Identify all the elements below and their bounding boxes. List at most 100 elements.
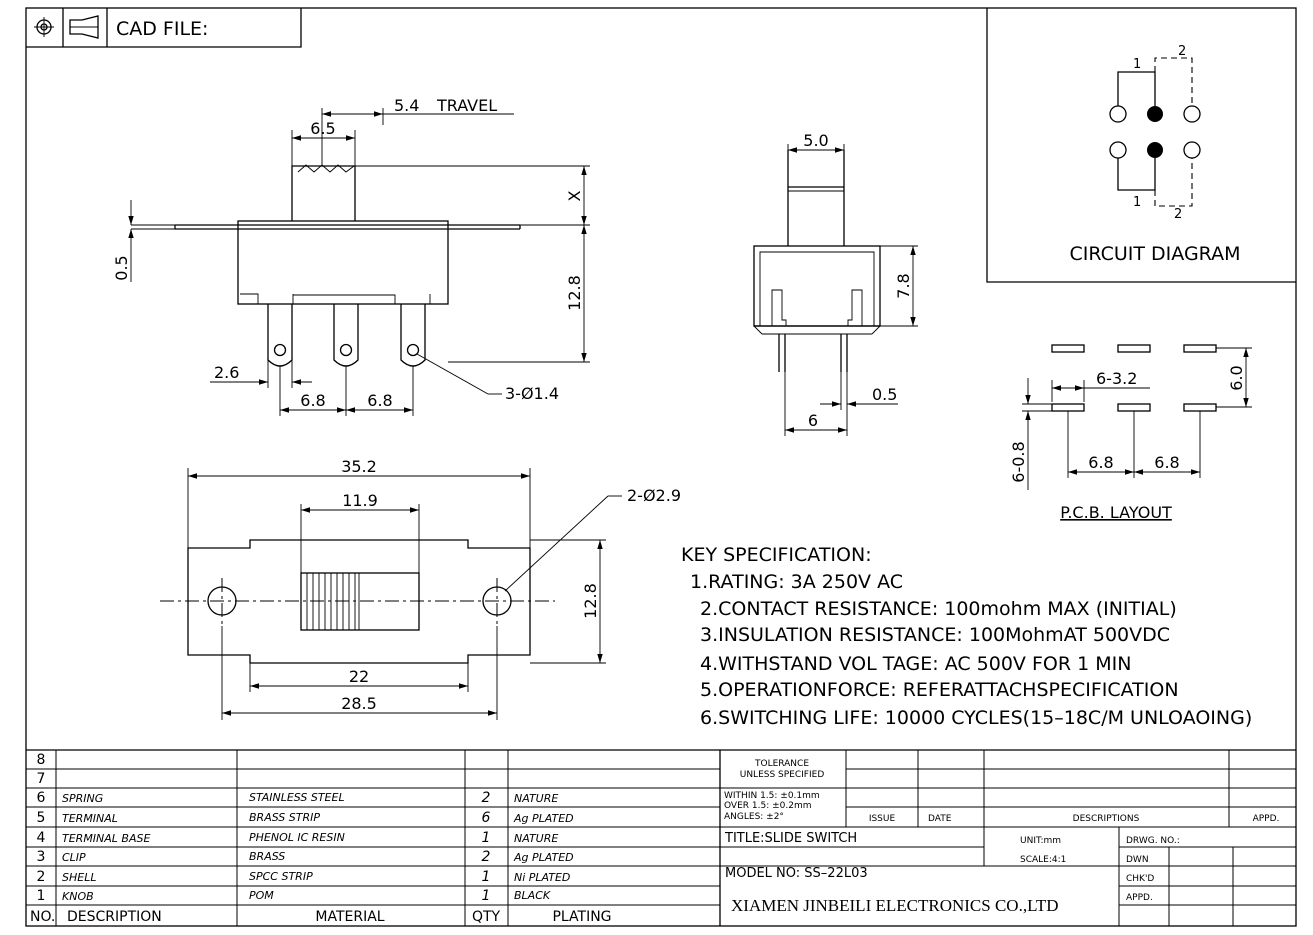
bom-description: SHELL bbox=[62, 871, 96, 884]
bom-description: KNOB bbox=[62, 890, 94, 903]
hole-span-dim: 28.5 bbox=[341, 694, 377, 713]
checked-label: CHK'D bbox=[1126, 874, 1154, 884]
company-name: XIAMEN JINBEILI ELECTRONICS CO.,LTD bbox=[731, 896, 1059, 915]
circuit-pin-1-bottom: 1 bbox=[1133, 195, 1141, 210]
bom-plating: NATURE bbox=[514, 832, 558, 845]
pcb-pitch-b: 6.8 bbox=[1154, 453, 1179, 472]
bom-header-no: NO. bbox=[30, 909, 55, 925]
slot-length-dim: 11.9 bbox=[342, 491, 378, 510]
bom-no: 2 bbox=[37, 869, 46, 885]
drawing-title: TITLE:SLIDE SWITCH bbox=[724, 831, 857, 846]
title-block: TOLERANCE UNLESS SPECIFIED WITHIN 1.5: ±… bbox=[720, 750, 1296, 926]
bom-description: TERMINAL bbox=[62, 812, 118, 825]
bom-plating: Ni PLATED bbox=[514, 871, 570, 884]
scale-label: SCALE:4:1 bbox=[1020, 855, 1066, 865]
bom-qty: 1 bbox=[482, 869, 491, 885]
spec-line: 4.WITHSTAND VOL TAGE: AC 500V FOR 1 MIN bbox=[700, 653, 1131, 675]
pcb-title: P.C.B. LAYOUT bbox=[1060, 503, 1172, 522]
bom-material: BRASS bbox=[249, 850, 285, 863]
end-view: 5.0 7.8 0.5 6 bbox=[753, 131, 918, 436]
spec-line: 6.SWITCHING LIFE: 10000 CYCLES(15–18C/M … bbox=[700, 707, 1252, 729]
overall-length-dim: 35.2 bbox=[341, 457, 377, 476]
tolerance-subtitle: UNLESS SPECIFIED bbox=[740, 770, 825, 780]
bom-description: CLIP bbox=[62, 851, 86, 864]
bom-header-plating: PLATING bbox=[552, 909, 611, 925]
key-specification: KEY SPECIFICATION: 1.RATING: 3A 250V AC … bbox=[681, 544, 1252, 729]
bom-material: BRASS STRIP bbox=[249, 811, 320, 824]
circuit-pin-2-top: 2 bbox=[1178, 44, 1186, 59]
circuit-pin-2-bottom: 2 bbox=[1174, 207, 1182, 222]
bom-material: PHENOL IC RESIN bbox=[249, 831, 345, 844]
end-knob-width: 5.0 bbox=[803, 131, 828, 150]
bom-plating: NATURE bbox=[514, 792, 558, 805]
circuit-diagram: 1 2 1 2 CIRCUIT DIAGRAM bbox=[986, 8, 1296, 283]
bom-plating: Ag PLATED bbox=[513, 812, 574, 825]
top-view: 35.2 11.9 2-Ø2.9 12.8 22 28.5 bbox=[160, 457, 681, 720]
bom-row: 2 SHELL SPCC STRIP 1 Ni PLATED bbox=[37, 869, 571, 885]
end-pin-span: 6 bbox=[808, 411, 818, 430]
terminal-hole-label: 3-Ø1.4 bbox=[505, 384, 559, 403]
inner-span-dim: 22 bbox=[349, 667, 369, 686]
bom-description: SPRING bbox=[62, 792, 103, 805]
bom-qty: 6 bbox=[482, 810, 491, 826]
bom-material: POM bbox=[249, 889, 274, 902]
spec-line: 5.OPERATIONFORCE: REFERATTACHSPECIFICATI… bbox=[700, 679, 1179, 701]
tolerance-within: WITHIN 1.5: ±0.1mm bbox=[724, 791, 820, 801]
bom-material: SPCC STRIP bbox=[249, 870, 313, 883]
bom-row: 5 TERMINAL BRASS STRIP 6 Ag PLATED bbox=[37, 810, 574, 826]
sheet-border bbox=[25, 7, 1297, 927]
date-label: DATE bbox=[928, 814, 952, 824]
mount-hole-label: 2-Ø2.9 bbox=[627, 486, 681, 505]
spec-line: 1.RATING: 3A 250V AC bbox=[690, 571, 903, 593]
bom-no: 1 bbox=[37, 888, 46, 904]
bom-row: 4 TERMINAL BASE PHENOL IC RESIN 1 NATURE bbox=[37, 830, 559, 846]
bom-row: 6 SPRING STAINLESS STEEL 2 NATURE bbox=[37, 790, 559, 806]
bom-qty: 1 bbox=[482, 830, 491, 846]
drawing-number-label: DRWG. NO.: bbox=[1126, 836, 1180, 846]
circuit-title: CIRCUIT DIAGRAM bbox=[1070, 243, 1241, 265]
pcb-pad-height: 6-0.8 bbox=[1009, 441, 1028, 482]
end-height: 7.8 bbox=[894, 273, 913, 298]
bom-header-material: MATERIAL bbox=[315, 909, 384, 925]
bom-no: 3 bbox=[37, 849, 46, 865]
tolerance-over: OVER 1.5: ±0.2mm bbox=[724, 801, 811, 811]
bom-qty: 1 bbox=[482, 888, 491, 904]
side-view: 5.4 TRAVEL 6.5 X 12.8 0.5 2.6 6.8 6.8 bbox=[112, 96, 590, 416]
side-pitch-b: 6.8 bbox=[367, 391, 392, 410]
travel-label: TRAVEL bbox=[436, 96, 497, 115]
pcb-pad-label: 6-3.2 bbox=[1096, 369, 1137, 388]
pcb-layout: 6.0 6-3.2 6-0.8 6.8 6.8 P.C.B. LAYOUT bbox=[1009, 344, 1252, 522]
tolerance-angles: ANGLES: ±2° bbox=[724, 812, 784, 822]
bom-material: STAINLESS STEEL bbox=[249, 791, 345, 804]
x-dim: X bbox=[565, 190, 584, 201]
bom-no: 7 bbox=[37, 771, 46, 787]
bom-no: 5 bbox=[37, 810, 46, 826]
cad-file-label: CAD FILE: bbox=[116, 18, 208, 40]
bom-plating: Ag PLATED bbox=[513, 851, 574, 864]
approved-label: APPD. bbox=[1126, 893, 1153, 903]
bom-no: 6 bbox=[37, 790, 46, 806]
bom-description: TERMINAL BASE bbox=[62, 832, 150, 845]
unit-label: UNIT:mm bbox=[1020, 836, 1061, 846]
descriptions-label: DESCRIPTIONS bbox=[1073, 814, 1140, 824]
bom-table: 8 7 6 SPRING STAINLESS STEEL 2 NATURE 5 … bbox=[26, 749, 1296, 926]
drawn-label: DWN bbox=[1126, 855, 1149, 865]
bom-header-description: DESCRIPTION bbox=[67, 909, 162, 925]
model-number: MODEL NO: SS–22L03 bbox=[725, 866, 868, 881]
bom-row: 3 CLIP BRASS 2 Ag PLATED bbox=[37, 849, 574, 865]
projection-target-icon bbox=[34, 17, 54, 37]
top-width-dim: 12.8 bbox=[581, 583, 600, 619]
pin-width-dim: 2.6 bbox=[214, 363, 239, 382]
spec-line: 2.CONTACT RESISTANCE: 100mohm MAX (INITI… bbox=[700, 598, 1177, 620]
bom-header-qty: QTY bbox=[472, 909, 501, 925]
end-pin-thickness: 0.5 bbox=[872, 385, 897, 404]
spec-heading: KEY SPECIFICATION: bbox=[681, 544, 872, 566]
travel-value: 5.4 bbox=[394, 96, 419, 115]
projection-cone-icon bbox=[69, 15, 99, 39]
side-pitch-a: 6.8 bbox=[300, 391, 325, 410]
circuit-pin-1-top: 1 bbox=[1133, 57, 1141, 72]
bom-qty: 2 bbox=[482, 849, 491, 865]
pcb-row-span: 6.0 bbox=[1227, 365, 1246, 390]
bom-no: 8 bbox=[37, 752, 46, 768]
